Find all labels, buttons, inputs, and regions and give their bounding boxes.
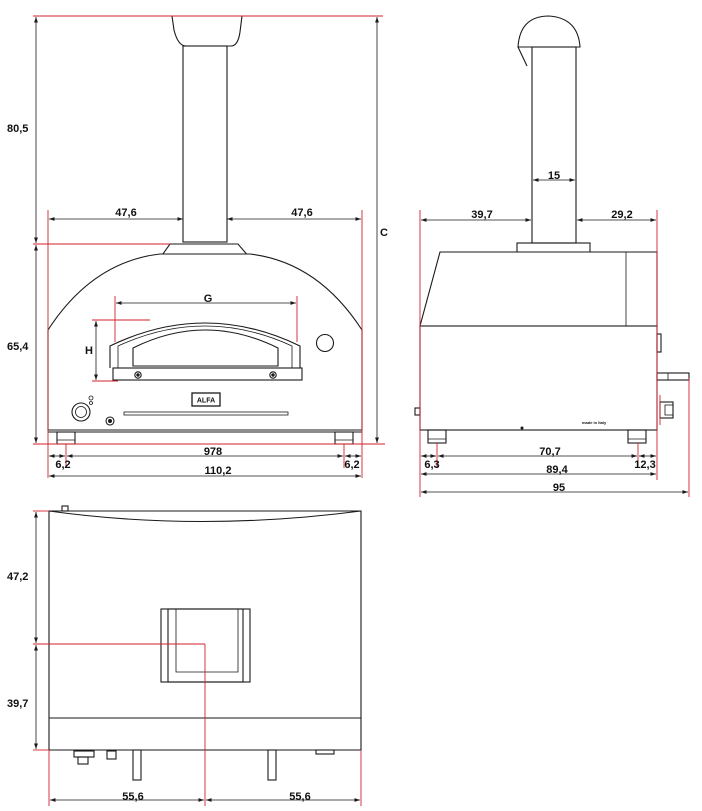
top-gas-inlet-stem bbox=[77, 756, 89, 765]
side-flue-cap-lip bbox=[517, 46, 528, 67]
igniter-button-icon bbox=[105, 416, 115, 426]
sill-bolt-left-center bbox=[136, 373, 140, 377]
gas-regulator bbox=[659, 401, 674, 419]
sill-bolt-left bbox=[134, 371, 142, 379]
side-foot-front bbox=[427, 429, 447, 444]
foot-right bbox=[334, 431, 354, 445]
label-right-width: 55,6 bbox=[289, 791, 310, 803]
top-view: 47,2 39,7 55,6 55,6 bbox=[7, 505, 362, 806]
igniter-button-dot bbox=[108, 419, 112, 423]
side-foot-rear bbox=[627, 429, 647, 444]
label-mouth-g: G bbox=[204, 293, 213, 305]
made-in-label: made in Italy bbox=[582, 420, 607, 425]
label-flue-right: 47,6 bbox=[291, 207, 312, 219]
label-flue-diameter: 15 bbox=[548, 170, 560, 182]
label-front-depth: 47,2 bbox=[7, 571, 28, 583]
oven-mouth-outer bbox=[109, 322, 301, 368]
label-flue-rear: 29,2 bbox=[611, 209, 632, 221]
foot-left bbox=[56, 431, 76, 445]
oven-mouth-inner bbox=[132, 329, 279, 367]
label-rear-depth: 39,7 bbox=[7, 698, 28, 710]
top-rear-bracket bbox=[315, 749, 335, 755]
oven-dome bbox=[47, 253, 363, 431]
flue-cap bbox=[171, 15, 243, 47]
label-foot-left: 6,2 bbox=[55, 459, 70, 471]
thermometer-icon bbox=[315, 333, 335, 353]
gas-knob-inner bbox=[75, 406, 87, 418]
mouth-sill bbox=[112, 367, 303, 381]
top-handle-left bbox=[132, 749, 142, 781]
sill-bolt-right bbox=[269, 371, 277, 379]
front-knob-stub bbox=[414, 407, 421, 416]
side-flue-cap bbox=[517, 15, 581, 48]
top-nozzle bbox=[106, 750, 117, 760]
label-foot-span: 70,7 bbox=[539, 446, 560, 458]
label-foot-rear: 12,3 bbox=[634, 459, 655, 471]
label-left-width: 55,6 bbox=[122, 791, 143, 803]
brand-plate bbox=[191, 392, 221, 407]
ignition-dot-2 bbox=[89, 401, 93, 405]
gas-connector bbox=[656, 372, 690, 381]
label-flue-height: 80,5 bbox=[7, 123, 28, 135]
label-foot-right: 6,2 bbox=[344, 459, 359, 471]
label-foot-front: 6,3 bbox=[424, 459, 439, 471]
front-view: ALFA bbox=[7, 15, 388, 478]
label-flue-front: 39,7 bbox=[471, 209, 492, 221]
top-handle-right bbox=[267, 749, 277, 781]
label-flue-left: 47,6 bbox=[115, 207, 136, 219]
brand-label: ALFA bbox=[197, 398, 215, 405]
gas-regulator-inner bbox=[664, 404, 674, 416]
gas-knob-icon bbox=[71, 402, 91, 422]
label-overall-width: 110,2 bbox=[205, 465, 232, 477]
chimney-pipe bbox=[182, 45, 228, 243]
side-body-lower bbox=[419, 325, 658, 431]
label-body-depth: 89,4 bbox=[546, 464, 568, 476]
label-overall-depth: 95 bbox=[553, 482, 565, 494]
label-overall-height: C bbox=[380, 227, 388, 239]
top-tab bbox=[61, 505, 69, 512]
label-mouth-h: H bbox=[85, 345, 93, 357]
label-oven-height: 65,4 bbox=[7, 341, 29, 353]
side-view: made in Italy 15 39,7 29,2 6,3 70,7 12,3… bbox=[414, 15, 690, 497]
label-inner-width: 978 bbox=[204, 446, 222, 458]
oven-mouth-frame bbox=[117, 325, 293, 368]
top-gas-inlet bbox=[73, 750, 95, 758]
side-screw bbox=[520, 426, 524, 430]
side-chimney-pipe bbox=[531, 46, 577, 244]
sill-bolt-right-center bbox=[271, 373, 275, 377]
side-body-upper bbox=[419, 251, 658, 327]
side-rear-tab bbox=[656, 333, 662, 353]
top-flue-outline bbox=[175, 608, 239, 673]
ignition-dot bbox=[88, 395, 94, 401]
ash-slot bbox=[123, 411, 289, 416]
